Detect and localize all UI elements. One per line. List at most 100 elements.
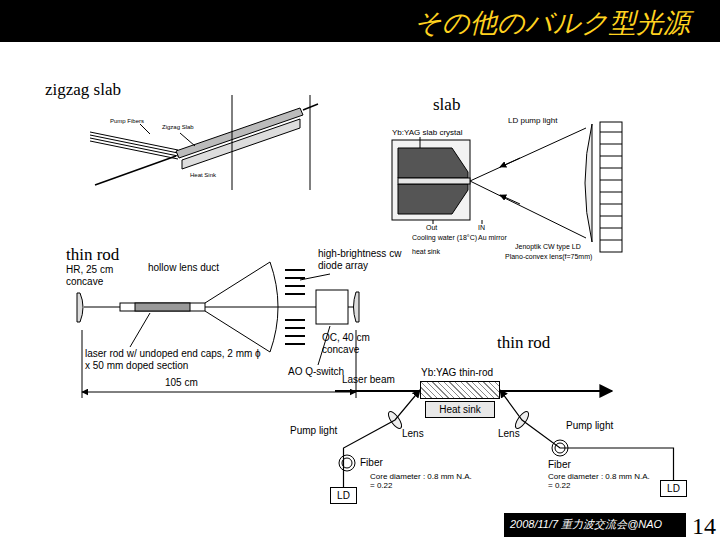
part-name: Jenoptik CW type LD: [515, 243, 581, 251]
box-label: Heat sink: [426, 402, 494, 417]
slab-drawing: [600, 180, 622, 181]
ld-box: LD: [330, 487, 357, 504]
part-heading: Yb:YAG thin-rod: [421, 367, 493, 378]
slab-drawing: [600, 204, 622, 205]
part-name: Lens: [498, 428, 520, 440]
section-label: slab: [433, 95, 460, 115]
part-name: laser rod w/ undoped end caps, 2 mm ϕ x …: [85, 348, 265, 371]
zigzag-slab-drawing: [182, 119, 300, 169]
thin-rod-resonator-drawing: [285, 285, 305, 287]
slab-drawing: [600, 228, 622, 229]
ld-box: LD: [660, 480, 687, 497]
slab-drawing: [398, 148, 468, 178]
thin-rod-resonator-drawing: [354, 292, 360, 322]
thin-rod-resonator-drawing: [130, 313, 150, 347]
thin-rod-resonator-drawing: [285, 335, 305, 337]
slab-drawing: [600, 240, 622, 241]
slide-title: その他のバルク型光源: [414, 5, 690, 41]
thin-rod-resonator-drawing: [316, 290, 348, 324]
slab-drawing: [398, 184, 468, 214]
thin-rod-resonator-drawing: [135, 303, 190, 311]
part-name: Pump light: [290, 425, 337, 437]
thin-rod-resonator-drawing: [82, 330, 83, 398]
part-name: Lens: [402, 428, 424, 440]
part-name: Au mirror: [478, 234, 507, 242]
box-label: LD: [661, 481, 686, 496]
thin-rod-resonator-drawing: [285, 270, 305, 344]
section-label: thin rod: [66, 245, 119, 265]
footer-date: 2008/11/7 重力波交流会@NAO: [510, 518, 662, 531]
slab-drawing: [420, 137, 421, 148]
slab-drawing: [600, 168, 622, 169]
part-name: high-brightness cw diode array: [318, 248, 413, 271]
slab-drawing: [392, 140, 470, 220]
thin-rod-resonator-drawing: [300, 274, 330, 280]
part-name: Zigzag Slab: [162, 124, 194, 131]
slab-drawing: [600, 192, 622, 193]
part-name: AO Q-switch: [288, 366, 344, 378]
part-name: LD pump light: [508, 116, 557, 125]
part-name: Yb:YAG slab crystal: [392, 128, 463, 137]
thin-rod-resonator-drawing: [285, 343, 305, 345]
zigzag-slab-drawing: [140, 124, 150, 134]
zigzag-slab-drawing: [95, 156, 176, 185]
slab-drawing: [600, 156, 622, 157]
thin-rod-resonator-drawing: [285, 277, 305, 279]
part-note: Core diameter : 0.8 mm N.A. = 0.22: [370, 472, 475, 490]
slab-drawing: [482, 220, 483, 224]
part-name: heat sink: [412, 248, 440, 256]
box-label: LD: [331, 488, 356, 503]
part-name: Plano-convex lens(f=75mm): [505, 253, 592, 261]
slab-drawing: [585, 124, 592, 242]
part-name: IN: [478, 224, 485, 232]
zigzag-slab-drawing: [90, 138, 178, 156]
part-name: hollow lens duct: [148, 262, 219, 274]
zigzag-slab-drawing: [180, 133, 195, 146]
part-name: OC, 40 cm concave: [322, 332, 384, 355]
thin-rod-resonator-drawing: [82, 392, 356, 393]
thin-rod-resonator-drawing: [285, 319, 305, 321]
part-name: Heat Sink: [190, 172, 216, 179]
heat-sink-box: Heat sink: [425, 401, 495, 418]
thin-rod-resonator-drawing: [270, 262, 278, 352]
section-label: zigzag slab: [45, 80, 121, 100]
slab-drawing: [470, 128, 586, 181]
thin-rod-resonator-drawing: [205, 311, 270, 352]
section-label: thin rod: [497, 333, 550, 353]
zigzag-slab-drawing: [90, 95, 318, 190]
thin-rod-resonator-drawing: [285, 269, 305, 271]
slab-drawing: [470, 181, 586, 238]
thin-rod-resonator-drawing: [77, 262, 359, 398]
part-name: Out: [426, 224, 437, 232]
dimension: 105 cm: [165, 377, 198, 389]
zigzag-slab-drawing: [90, 141, 178, 159]
rod-crystal: Yb:YAG thin-rod: [420, 381, 500, 399]
slab-drawing: [600, 216, 622, 217]
slab-drawing: [392, 122, 622, 252]
slab-drawing: [433, 220, 434, 224]
page-number: 14: [692, 513, 716, 540]
slab-drawing: [500, 158, 520, 167]
part-name: Fiber: [548, 459, 571, 471]
pump-fiber-connector: [500, 390, 674, 480]
thin-rod-resonator-drawing: [77, 293, 83, 322]
part-name: Cooling water (18°C): [412, 234, 477, 242]
part-name: Fiber: [360, 457, 383, 469]
footer-box: [504, 513, 686, 537]
part-name: HR, 25 cm concave: [66, 264, 128, 287]
slab-drawing: [600, 144, 622, 145]
thin-rod-resonator-drawing: [120, 303, 205, 311]
slab-drawing: [500, 195, 520, 204]
part-name: Pump Fibers: [110, 118, 144, 125]
zigzag-slab-drawing: [310, 95, 311, 190]
slab-drawing: [398, 178, 470, 184]
thin-rod-resonator-drawing: [285, 293, 305, 295]
part-name: Pump light: [566, 420, 613, 432]
part-note: Core diameter : 0.8 mm N.A. = 0.22: [548, 472, 653, 490]
thin-rod-resonator-drawing: [285, 327, 305, 329]
thin-rod-pump-drawing: [339, 455, 355, 471]
zigzag-slab-drawing: [232, 95, 233, 190]
slab-drawing: [600, 132, 622, 133]
part-name: Laser beam: [342, 374, 395, 386]
slab-drawing: [600, 122, 622, 252]
